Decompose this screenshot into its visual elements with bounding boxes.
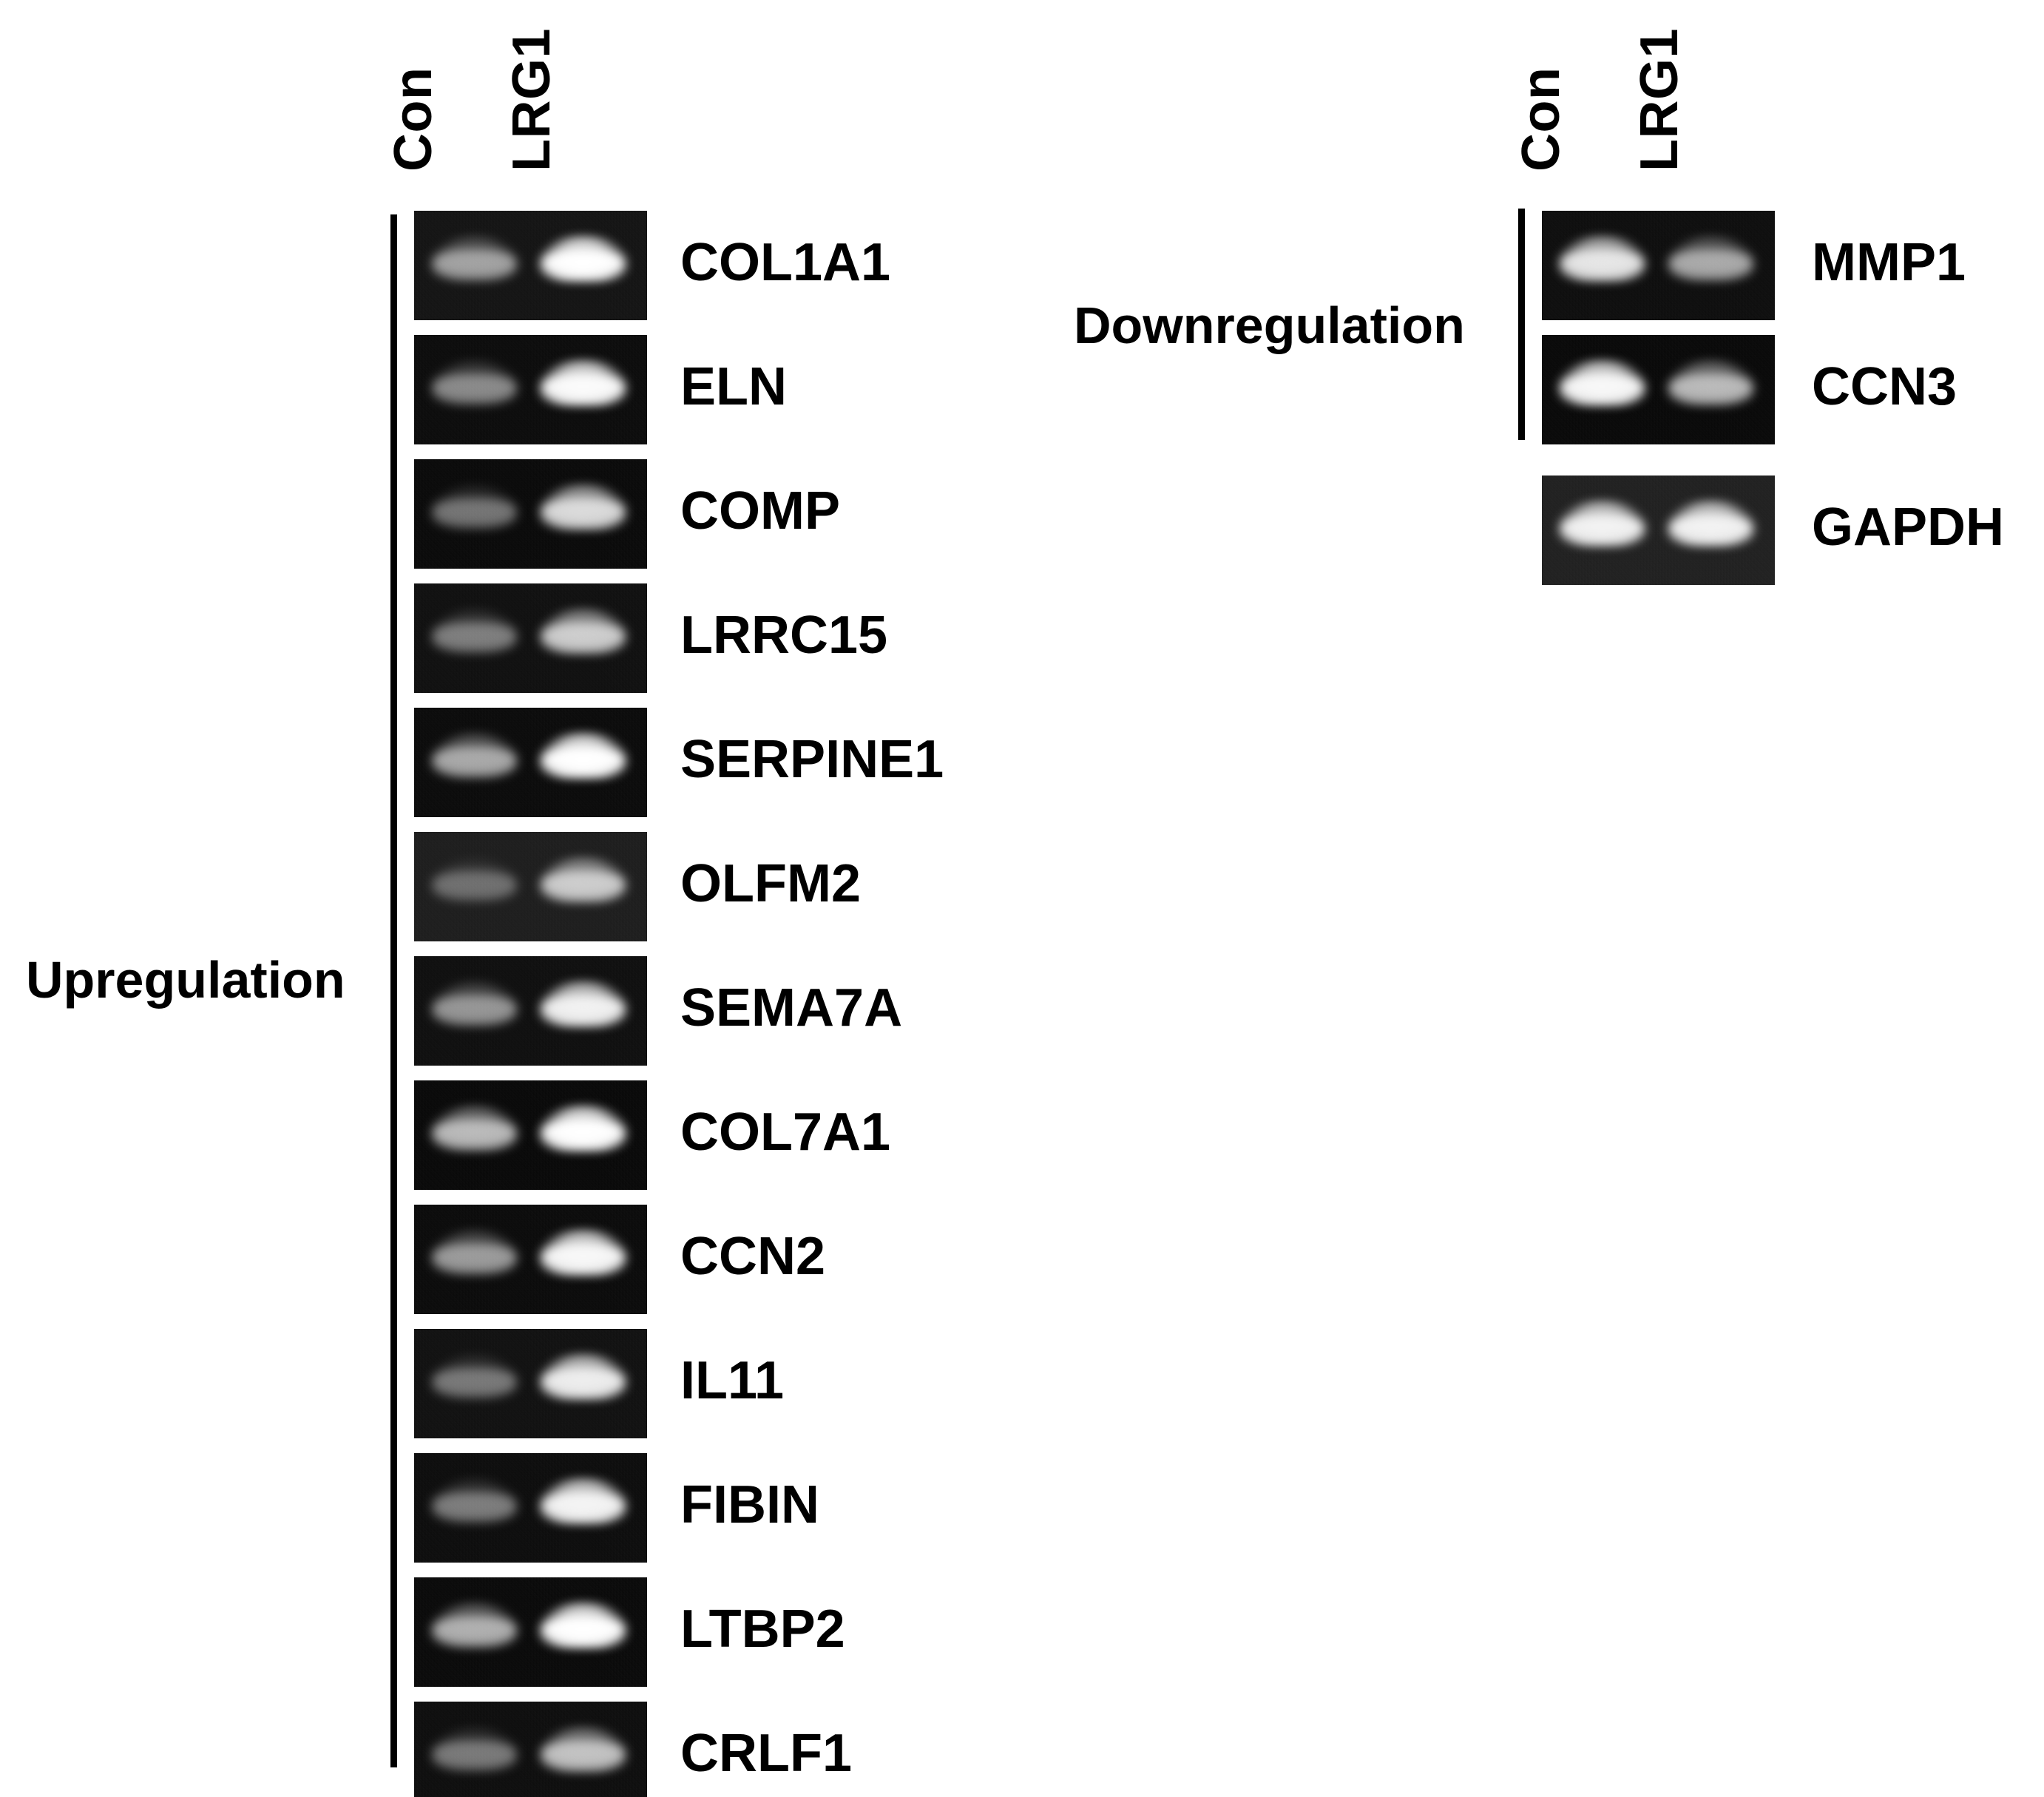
gel-band <box>535 1727 631 1773</box>
gel-band <box>427 1354 522 1400</box>
gene-label-ccn2: CCN2 <box>680 1227 826 1286</box>
gel-panel-ltbp2 <box>414 1577 647 1687</box>
upregulation-group-label: Upregulation <box>26 951 345 1009</box>
gel-panel-col1a1 <box>414 211 647 320</box>
gel-band <box>535 733 631 779</box>
gel-panel-mmp1 <box>1542 211 1775 320</box>
right-column-header-lrg1: LRG1 <box>1630 27 1689 172</box>
right-column-header-con: Con <box>1512 67 1571 172</box>
gel-panel-sema7a <box>414 956 647 1066</box>
gel-band <box>535 360 631 406</box>
gel-panel-col7a1 <box>414 1080 647 1190</box>
gel-band <box>535 1106 631 1151</box>
gel-band <box>427 360 522 406</box>
gene-label-lrrc15: LRRC15 <box>680 606 888 665</box>
gel-band <box>535 1603 631 1648</box>
gene-label-serpine1: SERPINE1 <box>680 730 944 789</box>
gel-band <box>427 236 522 282</box>
downregulation-bracket <box>1518 209 1525 440</box>
gene-label-gapdh: GAPDH <box>1812 498 2005 557</box>
gel-band <box>427 609 522 654</box>
gene-label-col7a1: COL7A1 <box>680 1103 891 1162</box>
gel-panel-serpine1 <box>414 708 647 817</box>
gel-panel-il11 <box>414 1329 647 1438</box>
gene-label-mmp1: MMP1 <box>1812 233 1966 292</box>
gel-band <box>427 1603 522 1648</box>
gel-band <box>1554 501 1650 546</box>
gel-band <box>427 1478 522 1524</box>
gene-label-ltbp2: LTBP2 <box>680 1600 845 1659</box>
gel-band <box>1554 360 1650 406</box>
gel-band <box>427 857 522 903</box>
gel-panel-comp <box>414 459 647 569</box>
gel-panel-fibin <box>414 1453 647 1563</box>
gene-label-eln: ELN <box>680 357 787 416</box>
gel-band <box>427 1106 522 1151</box>
gel-band <box>1663 360 1759 406</box>
gene-label-il11: IL11 <box>680 1351 785 1410</box>
gel-panel-crlf1 <box>414 1702 647 1797</box>
gene-label-olfm2: OLFM2 <box>680 854 861 913</box>
gel-band <box>535 236 631 282</box>
gel-band <box>535 484 631 530</box>
gene-label-fibin: FIBIN <box>680 1475 819 1534</box>
gel-panel-ccn2 <box>414 1205 647 1314</box>
gel-panel-lrrc15 <box>414 583 647 693</box>
gel-band <box>535 1230 631 1276</box>
gel-band <box>427 981 522 1027</box>
gel-band <box>427 1727 522 1773</box>
gel-panel-gapdh <box>1542 476 1775 585</box>
gel-band <box>535 981 631 1027</box>
downregulation-group-label: Downregulation <box>1074 297 1465 354</box>
gene-label-ccn3: CCN3 <box>1812 357 1957 416</box>
gel-panel-eln <box>414 335 647 444</box>
gel-band <box>1663 236 1759 282</box>
gel-band <box>535 609 631 654</box>
gel-band <box>535 1478 631 1524</box>
gene-label-sema7a: SEMA7A <box>680 978 903 1038</box>
left-column-header-lrg1: LRG1 <box>502 27 561 172</box>
left-column-header-con: Con <box>384 67 443 172</box>
gel-panel-ccn3 <box>1542 335 1775 444</box>
gel-band <box>535 1354 631 1400</box>
gel-band <box>427 484 522 530</box>
gene-label-comp: COMP <box>680 481 840 541</box>
gel-band <box>1554 236 1650 282</box>
gel-band <box>535 857 631 903</box>
gel-band <box>427 1230 522 1276</box>
gene-label-crlf1: CRLF1 <box>680 1724 852 1783</box>
upregulation-bracket <box>390 214 397 1767</box>
gel-band <box>1663 501 1759 546</box>
gel-band <box>427 733 522 779</box>
gene-label-col1a1: COL1A1 <box>680 233 891 292</box>
gel-panel-olfm2 <box>414 832 647 941</box>
